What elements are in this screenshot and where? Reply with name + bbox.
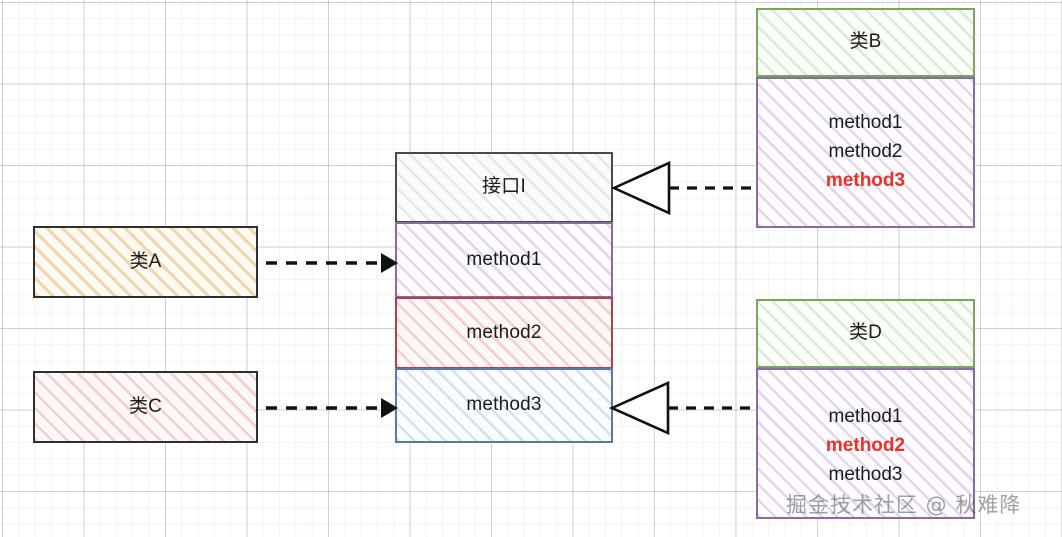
interface-row-method2[interactable]: method2 [395, 297, 613, 369]
connector-class-b-to-interface [610, 160, 754, 216]
interface-row-method2-label: method2 [466, 321, 542, 343]
class-box-d-method-1: method1 [828, 406, 903, 427]
class-box-b-label: 类B [849, 31, 882, 53]
class-box-d-method-2: method2 [825, 434, 906, 456]
class-box-b-method-1: method1 [828, 112, 903, 134]
interface-row-method1[interactable]: method1 [395, 222, 613, 298]
connector-class-d-to-interface [608, 380, 754, 436]
class-box-d-header[interactable]: 类D [756, 299, 975, 368]
class-box-c-label: 类C [128, 395, 163, 417]
interface-row-method3-label: method3 [466, 394, 542, 416]
class-box-b-header[interactable]: 类B [756, 8, 975, 77]
class-box-b-body[interactable]: method1 method2 method3 [756, 77, 975, 228]
class-box-d-method-3: method3 [828, 463, 903, 485]
interface-row-method1-label: method1 [466, 248, 542, 270]
class-box-d-method-list: method1 method2 method3 [826, 403, 905, 490]
class-box-d-label: 类D [848, 322, 883, 344]
class-box-a-label: 类A [129, 250, 162, 272]
interface-name-label: 接口I [482, 176, 526, 198]
interface-row-method3[interactable]: method3 [395, 368, 613, 443]
class-box-d-body[interactable]: method1 method2 method3 [756, 368, 975, 519]
connector-class-a-to-method1 [266, 253, 398, 273]
watermark-text: 掘金技术社区 @ 秋难降 [786, 493, 1022, 517]
class-box-b-method-3: method3 [825, 169, 906, 191]
class-box-b-method-2: method2 [828, 141, 903, 163]
class-box-c[interactable]: 类C [33, 371, 258, 443]
class-box-a[interactable]: 类A [33, 226, 258, 298]
connector-class-c-to-method3 [266, 398, 398, 418]
class-box-b-method-list: method1 method2 method3 [826, 109, 905, 196]
